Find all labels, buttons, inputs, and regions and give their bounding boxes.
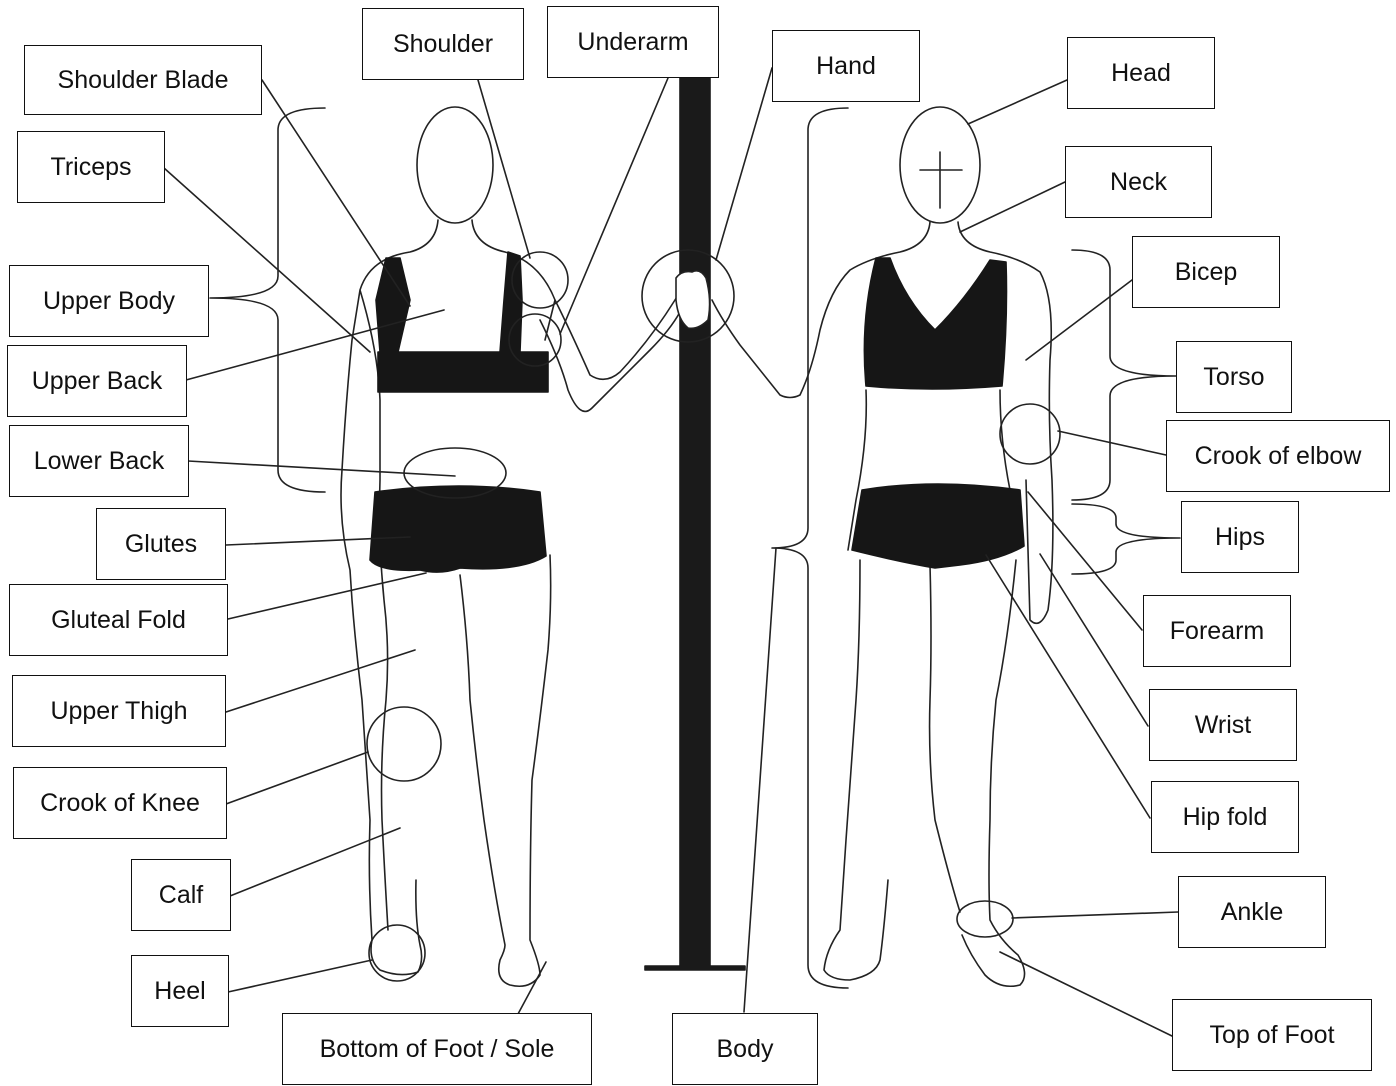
heel-leader — [228, 960, 372, 992]
top-of-foot-leader — [1000, 952, 1172, 1036]
label-glutes: Glutes — [96, 508, 226, 580]
ankle-leader — [1012, 912, 1178, 918]
leader-lines — [164, 68, 1178, 1036]
label-top-of-foot: Top of Foot — [1172, 999, 1372, 1071]
label-calf: Calf — [131, 859, 231, 931]
head-leader — [968, 80, 1067, 124]
label-shoulder-blade: Shoulder Blade — [24, 45, 262, 115]
hands-on-pole — [676, 271, 710, 328]
calf-leader — [230, 828, 400, 896]
pole-base — [645, 966, 745, 970]
label-head: Head — [1067, 37, 1215, 109]
label-triceps: Triceps — [17, 131, 165, 203]
shoulder-blade-leader — [262, 80, 410, 306]
back-figure-bra-band — [378, 352, 548, 392]
ankle-marker — [957, 901, 1013, 937]
label-neck: Neck — [1065, 146, 1212, 218]
label-crook-of-elbow: Crook of elbow — [1166, 420, 1390, 492]
label-hand: Hand — [772, 30, 920, 102]
back-figure-bra-strap-right — [500, 252, 522, 352]
back-figure — [341, 107, 695, 986]
label-hips: Hips — [1181, 501, 1299, 573]
label-heel: Heel — [131, 955, 229, 1027]
label-shoulder: Shoulder — [362, 8, 524, 80]
bottom-of-foot-leader — [518, 962, 546, 1014]
hand-leader — [716, 68, 772, 260]
lower-back-leader — [188, 461, 455, 476]
wrist-leader — [1040, 554, 1148, 726]
label-upper-back: Upper Back — [7, 345, 187, 417]
crook-of-knee-marker — [367, 707, 441, 781]
label-wrist: Wrist — [1149, 689, 1297, 761]
label-bottom-of-foot: Bottom of Foot / Sole — [282, 1013, 592, 1085]
label-torso: Torso — [1176, 341, 1292, 413]
shoulder-leader — [478, 80, 530, 258]
underarm-leader — [560, 78, 668, 334]
label-upper-thigh: Upper Thigh — [12, 675, 226, 747]
label-lower-back: Lower Back — [9, 425, 189, 497]
body-leader — [744, 548, 776, 1012]
label-bicep: Bicep — [1132, 236, 1280, 308]
label-crook-of-knee: Crook of Knee — [13, 767, 227, 839]
front-figure-bra — [864, 258, 1006, 389]
front-figure-shorts — [852, 484, 1024, 568]
back-figure-bra-strap-left — [376, 258, 410, 352]
crook-of-elbow-marker — [1000, 404, 1060, 464]
label-underarm: Underarm — [547, 6, 719, 78]
crook-of-knee-leader — [226, 752, 368, 804]
label-upper-body: Upper Body — [9, 265, 209, 337]
front-figure — [712, 107, 1053, 986]
gluteal-fold-leader — [228, 573, 426, 619]
hip-fold-leader — [986, 555, 1150, 818]
label-forearm: Forearm — [1143, 595, 1291, 667]
crook-of-elbow-leader — [1058, 431, 1166, 455]
label-ankle: Ankle — [1178, 876, 1326, 948]
back-figure-shorts — [370, 486, 546, 572]
heel-marker — [369, 925, 425, 981]
back-figure-arm — [540, 312, 680, 411]
back-figure-head — [417, 107, 493, 223]
body-bracket — [772, 108, 848, 988]
pole-shaft — [680, 78, 710, 966]
upper-body-bracket — [210, 108, 325, 492]
hips-bracket — [1072, 504, 1180, 574]
label-body: Body — [672, 1013, 818, 1085]
bicep-leader — [1026, 280, 1132, 360]
label-hip-fold: Hip fold — [1151, 781, 1299, 853]
label-gluteal-fold: Gluteal Fold — [9, 584, 228, 656]
front-figure-face-cross — [920, 152, 962, 208]
